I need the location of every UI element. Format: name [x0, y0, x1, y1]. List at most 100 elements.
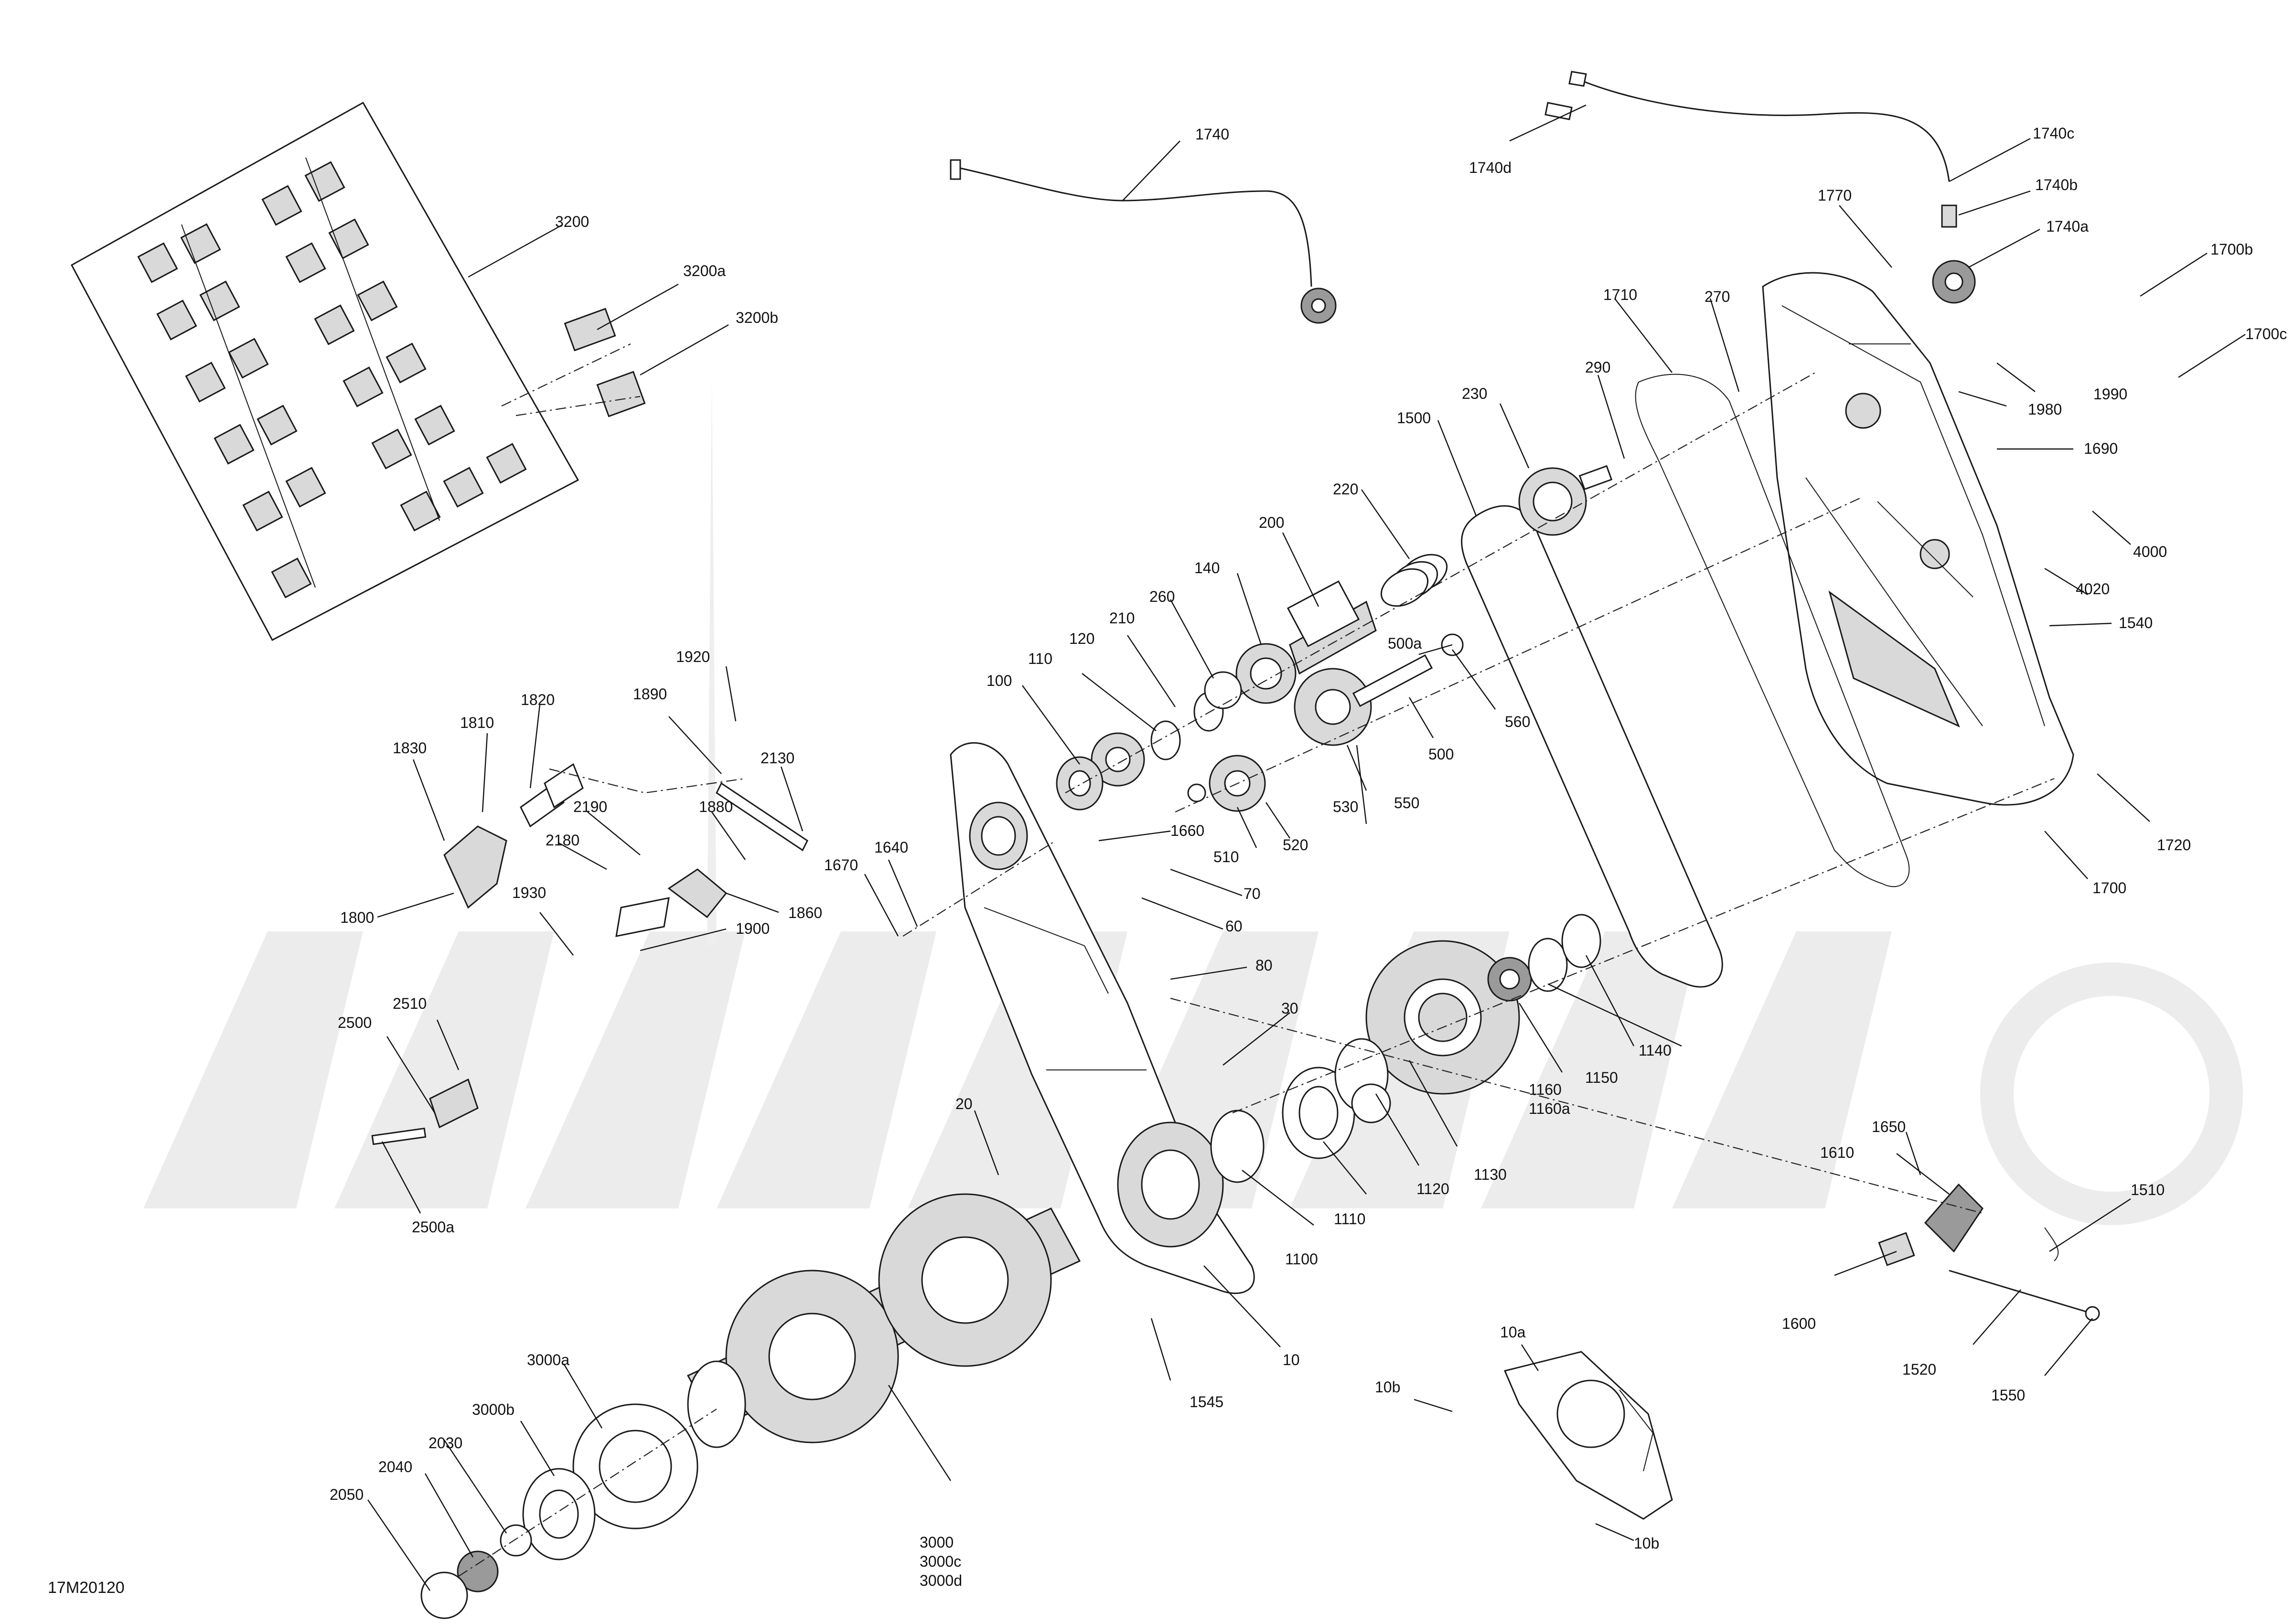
callout-1810: 1810: [460, 714, 494, 731]
tensioner-1600: [1878, 1183, 2100, 1321]
gear-530-550: [1294, 668, 1372, 746]
callout-labels: 3200 3200a 3200b 1740 1740c 1740d 1740b …: [330, 125, 2287, 1589]
callout-1700c: 1700c: [2245, 325, 2287, 342]
callout-1720: 1720: [2157, 836, 2191, 854]
part-2500: [371, 1078, 479, 1145]
seal-3000a: [572, 1403, 698, 1529]
bearing-100: [1056, 756, 1104, 811]
chain-1500: [1461, 505, 1723, 988]
rings-2040-2050: [420, 1524, 532, 1619]
callout-510: 510: [1213, 848, 1239, 865]
callout-3000: 3000: [920, 1534, 954, 1551]
callout-500: 500: [1428, 746, 1454, 763]
shaft-500: [1352, 654, 1433, 707]
callout-2050: 2050: [330, 1486, 364, 1503]
cable-1740: [950, 159, 1337, 324]
callout-530: 530: [1333, 798, 1358, 815]
callout-120: 120: [1069, 630, 1094, 647]
callout-1520: 1520: [1902, 1361, 1936, 1378]
callout-2030: 2030: [429, 1434, 462, 1452]
callout-1610: 1610: [1820, 1144, 1854, 1161]
callout-1140: 1140: [1639, 1042, 1672, 1059]
callout-1980: 1980: [2028, 401, 2062, 418]
callout-3000b: 3000b: [472, 1401, 515, 1418]
callout-2190: 2190: [573, 798, 607, 815]
callout-1890: 1890: [633, 685, 667, 703]
callout-1160a: 1160a: [1529, 1100, 1570, 1117]
callout-1540: 1540: [2119, 614, 2153, 631]
cover-1700: [1762, 272, 2074, 806]
callout-3200b: 3200b: [736, 309, 778, 326]
callout-10b-bottom: 10b: [1634, 1535, 1659, 1552]
callout-1740b: 1740b: [2035, 176, 2078, 193]
bearings-110-120: [1091, 633, 1464, 802]
callout-4000: 4000: [2133, 543, 2167, 560]
rings-1100-1150: [1210, 914, 1601, 1183]
callout-30: 30: [1281, 1000, 1298, 1017]
callout-1900: 1900: [736, 920, 770, 937]
callout-1990: 1990: [2093, 385, 2127, 403]
callout-1930: 1930: [512, 884, 546, 901]
callout-1640: 1640: [874, 839, 908, 856]
callout-500a: 500a: [1388, 635, 1422, 652]
callout-2130: 2130: [761, 749, 794, 767]
gear-230: [1518, 465, 1613, 536]
callout-1150: 1150: [1585, 1069, 1618, 1086]
callout-1830: 1830: [393, 739, 427, 757]
callout-1920: 1920: [676, 648, 710, 665]
leader-lines: [367, 104, 2246, 1591]
callout-1740c: 1740c: [2033, 125, 2074, 142]
callout-3000a: 3000a: [527, 1351, 569, 1368]
callout-1860: 1860: [788, 904, 822, 921]
callout-60: 60: [1225, 918, 1243, 935]
callout-1670: 1670: [824, 856, 858, 874]
callout-2180: 2180: [546, 832, 579, 849]
callout-1660: 1660: [1170, 822, 1204, 839]
callout-1160: 1160: [1529, 1081, 1562, 1098]
callout-2510: 2510: [393, 995, 427, 1012]
callout-2500: 2500: [338, 1014, 372, 1031]
callout-1650: 1650: [1872, 1118, 1906, 1135]
callout-1820: 1820: [521, 691, 555, 708]
callout-1740d: 1740d: [1469, 159, 1512, 176]
callout-1700: 1700: [2092, 879, 2126, 897]
callout-3200: 3200: [555, 213, 589, 230]
callout-10a: 10a: [1500, 1324, 1526, 1341]
callout-1880: 1880: [699, 798, 733, 815]
drive-shaft-3000: [686, 1193, 1081, 1448]
callout-1600: 1600: [1782, 1315, 1816, 1332]
callout-550: 550: [1394, 794, 1419, 812]
callout-4020: 4020: [2076, 580, 2110, 598]
callout-1770: 1770: [1818, 187, 1852, 204]
callout-230: 230: [1462, 385, 1487, 402]
callout-10b-top: 10b: [1375, 1378, 1400, 1396]
callout-80: 80: [1255, 957, 1273, 974]
callout-220: 220: [1333, 481, 1358, 498]
callout-3200a: 3200a: [683, 262, 726, 279]
callout-200: 200: [1259, 514, 1284, 531]
drawing-id: 17M20120: [48, 1579, 125, 1597]
callout-70: 70: [1244, 885, 1261, 902]
callout-1120: 1120: [1416, 1180, 1449, 1197]
gear-1130: [1365, 940, 1520, 1095]
chaincase-10: [950, 742, 1255, 1294]
callout-10: 10: [1283, 1351, 1300, 1368]
callout-2500a: 2500a: [412, 1218, 454, 1236]
callout-3000c: 3000c: [920, 1553, 961, 1570]
plate-10a: [1503, 1351, 1673, 1520]
callout-110: 110: [1028, 650, 1052, 667]
callout-1500: 1500: [1397, 409, 1431, 427]
callout-1740a: 1740a: [2046, 218, 2089, 235]
callout-560: 560: [1505, 713, 1530, 730]
callout-1510: 1510: [2131, 1181, 2165, 1198]
spring-220: [1380, 554, 1448, 607]
callout-290: 290: [1585, 359, 1610, 376]
callout-270: 270: [1705, 288, 1730, 305]
callout-1800: 1800: [340, 909, 374, 926]
callout-1710: 1710: [1603, 286, 1637, 303]
callout-210: 210: [1109, 609, 1135, 627]
assembly-axes: [458, 343, 2055, 1577]
callout-1740: 1740: [1195, 126, 1229, 143]
shift-linkage: [443, 763, 808, 937]
